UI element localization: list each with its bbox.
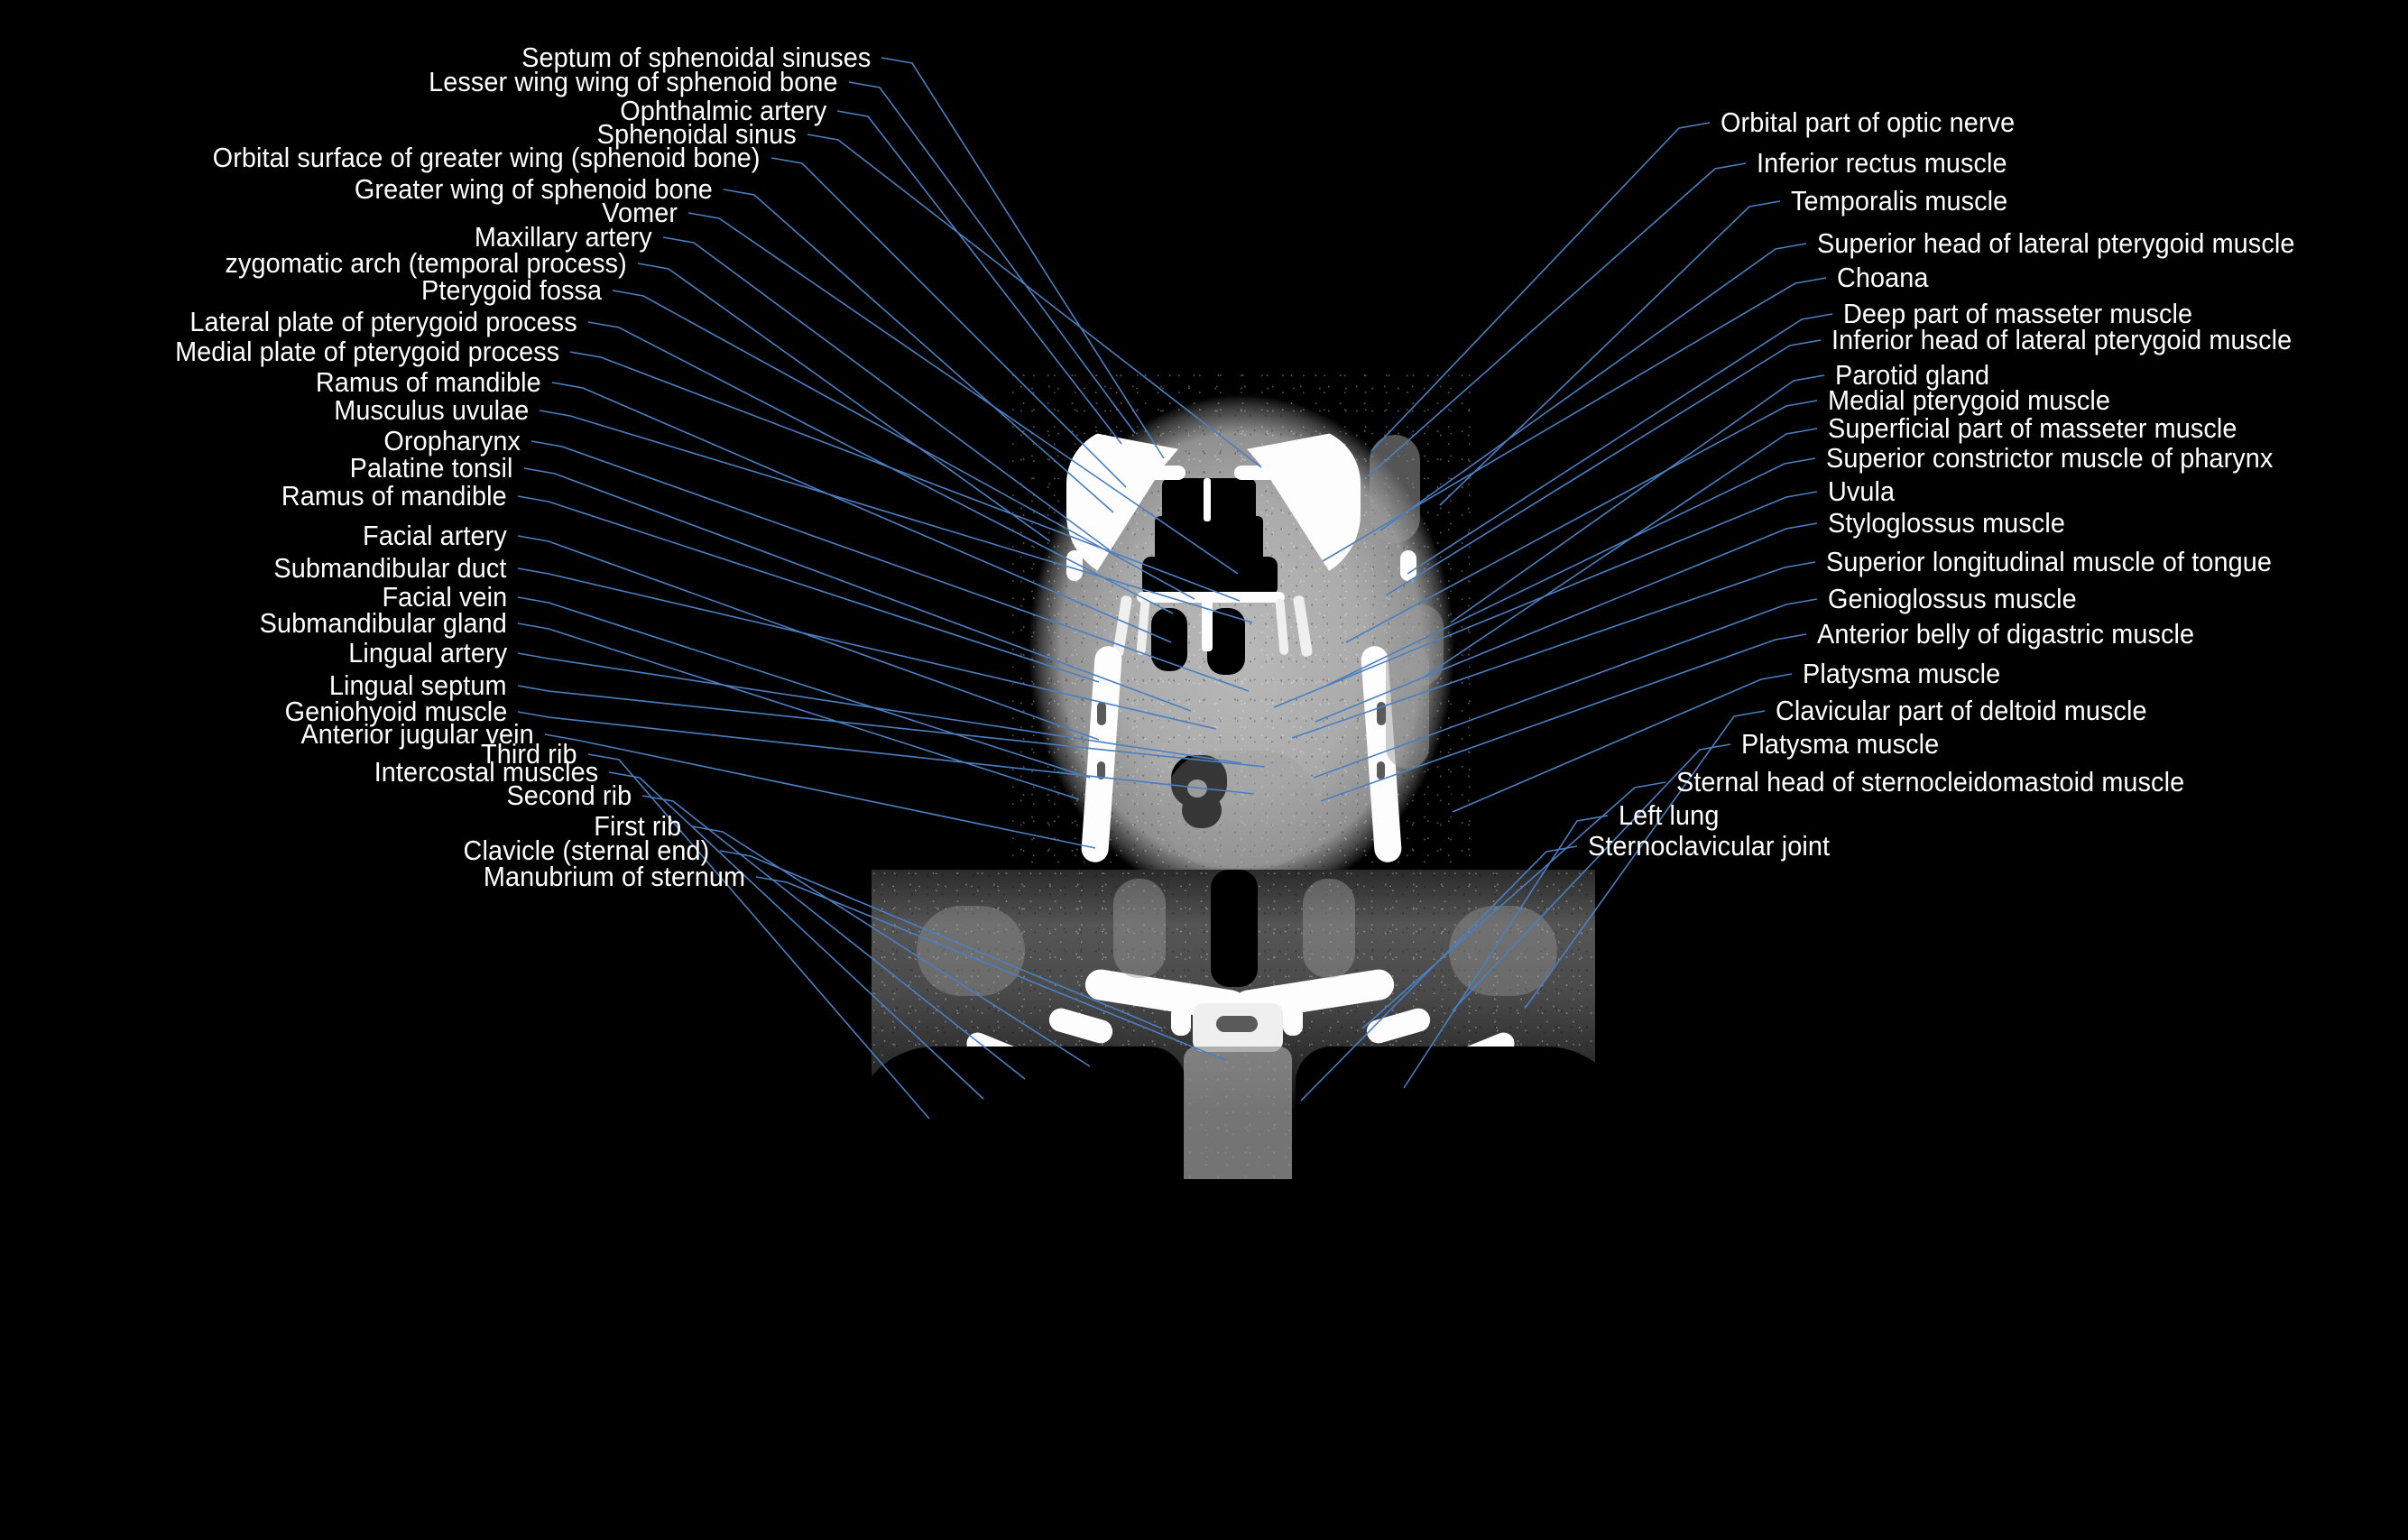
anatomy-label: Vomer [602, 197, 678, 228]
tongue-tissue [1164, 751, 1317, 868]
anatomy-label: Submandibular gland [259, 607, 507, 639]
mediastinum-tissue [1184, 1047, 1292, 1179]
anatomy-label: Sternoclavicular joint [1588, 830, 1831, 862]
manubrium-marrow [1216, 1016, 1258, 1032]
choana-right-air [1207, 608, 1245, 675]
deltoid-left [917, 906, 1025, 996]
anatomy-label: Medial plate of pterygoid process [174, 336, 559, 367]
anatomy-label: Clavicle (sternal end) [463, 835, 709, 866]
anatomy-label: Left lung [1619, 799, 1720, 831]
anatomy-label: Orbital surface of greater wing (sphenoi… [213, 142, 761, 173]
anatomy-label: Ramus of mandible [281, 480, 507, 512]
sternoclavicular-joint-left [1171, 1005, 1191, 1036]
anatomy-label: Anterior jugular vein [300, 718, 534, 750]
anatomy-label: Inferior rectus muscle [1757, 147, 2007, 179]
leader-line-r2 [1439, 200, 1781, 506]
ct-image-upper-head [1010, 372, 1472, 906]
anatomy-label: Pterygoid fossa [420, 274, 602, 306]
zygomatic-arch-right [1400, 550, 1416, 581]
anatomy-label: Superior head of lateral pterygoid muscl… [1817, 227, 2295, 259]
anatomy-label: Medial pterygoid muscle [1828, 384, 2111, 416]
anatomy-label: Sternal head of sternocleidomastoid musc… [1676, 766, 2185, 798]
anatomy-label: zygomatic arch (temporal process) [225, 247, 627, 279]
mandibular-canal-right-2 [1377, 761, 1385, 779]
anatomy-label: Ramus of mandible [316, 366, 541, 398]
anatomy-label: Anterior belly of digastric muscle [1817, 618, 2195, 650]
anatomy-label: Maxillary artery [475, 221, 652, 253]
anatomy-label: Inferior head of lateral pterygoid muscl… [1831, 324, 2293, 355]
anatomy-label: Geniohyoid muscle [284, 696, 507, 727]
anatomy-label: Manubrium of sternum [483, 861, 745, 892]
trachea-air [1211, 870, 1258, 987]
leader-line-r9 [1421, 428, 1818, 679]
sternoclavicular-joint-right [1283, 1005, 1303, 1036]
anatomy-label: Second rib [506, 779, 632, 811]
oropharynx-air-lower [1182, 792, 1222, 828]
parotid-gland-tissue [1398, 604, 1444, 686]
right-lung-air [872, 1047, 1186, 1179]
mandibular-canal-left [1097, 702, 1106, 725]
anatomy-label: Orbital part of optic nerve [1721, 106, 2016, 138]
hard-palate-bone [1137, 592, 1285, 603]
anatomy-label: Clavicular part of deltoid muscle [1776, 695, 2147, 726]
anatomy-label: Oropharynx [383, 425, 521, 456]
vomer-bone [1202, 595, 1213, 651]
anatomy-label: Superior constrictor muscle of pharynx [1826, 442, 2274, 474]
anatomy-label: Septum of sphenoidal sinuses [521, 41, 871, 73]
anatomy-label: Temporalis muscle [1791, 185, 2008, 217]
anatomy-label: Facial vein [382, 581, 507, 613]
mandibular-canal-left-2 [1097, 761, 1105, 779]
leader-line-r7 [1450, 374, 1825, 623]
anatomy-label: Greater wing of sphenoid bone [355, 173, 713, 205]
left-lung-air [1296, 1047, 1595, 1179]
anatomy-label: First rib [594, 810, 681, 842]
sternocleidomastoid-right [1303, 879, 1355, 978]
lesser-wing-left-bone [1146, 466, 1186, 480]
lesser-wing-right-bone [1234, 466, 1278, 480]
zygomatic-arch-left [1066, 550, 1083, 581]
anatomy-label: Choana [1837, 262, 1929, 293]
nasal-cavity-air-wide [1142, 557, 1278, 596]
anatomy-label: Platysma muscle [1803, 658, 2001, 689]
anatomy-label: Submandibular duct [273, 552, 507, 584]
ct-image-lower-thorax [872, 870, 1595, 1179]
temporalis-muscle-tissue [1370, 435, 1420, 543]
deltoid-right [1449, 906, 1557, 996]
mandibular-canal-right [1377, 702, 1386, 725]
choana-left-air [1151, 608, 1187, 671]
leader-line-l20 [517, 622, 1080, 800]
anatomy-label: Lateral plate of pterygoid process [189, 306, 577, 337]
anatomy-label: Lingual artery [348, 637, 507, 669]
anatomy-label: Third rib [481, 738, 577, 770]
anatomy-label: Ophthalmic artery [619, 95, 826, 126]
anatomy-label: Palatine tonsil [350, 452, 513, 484]
anatomy-label: Lingual septum [329, 669, 507, 701]
anatomy-label: Intercostal muscles [374, 756, 598, 788]
leader-line-l19 [517, 596, 1091, 779]
anatomy-label: Platysma muscle [1741, 728, 1940, 760]
anatomy-label: Uvula [1828, 475, 1896, 507]
anatomy-label: Sphenoidal sinus [596, 118, 797, 150]
anatomy-label: Musculus uvulae [333, 394, 529, 426]
anatomy-label: Lesser wing wing of sphenoid bone [429, 66, 838, 97]
anatomy-label: Superior longitudinal muscle of tongue [1826, 546, 2272, 577]
sternocleidomastoid-left [1113, 879, 1166, 978]
anatomy-label: Parotid gland [1835, 359, 1990, 391]
sphenoid-septum-bone [1204, 478, 1211, 521]
anatomy-label: Genioglossus muscle [1828, 583, 2077, 614]
anatomy-label: Superficial part of masseter muscle [1828, 412, 2237, 444]
anatomy-label: Deep part of masseter muscle [1843, 298, 2193, 329]
leader-line-l8 [637, 263, 1051, 542]
anatomy-label: Facial artery [363, 520, 507, 551]
anatomy-label: Styloglossus muscle [1828, 507, 2065, 539]
